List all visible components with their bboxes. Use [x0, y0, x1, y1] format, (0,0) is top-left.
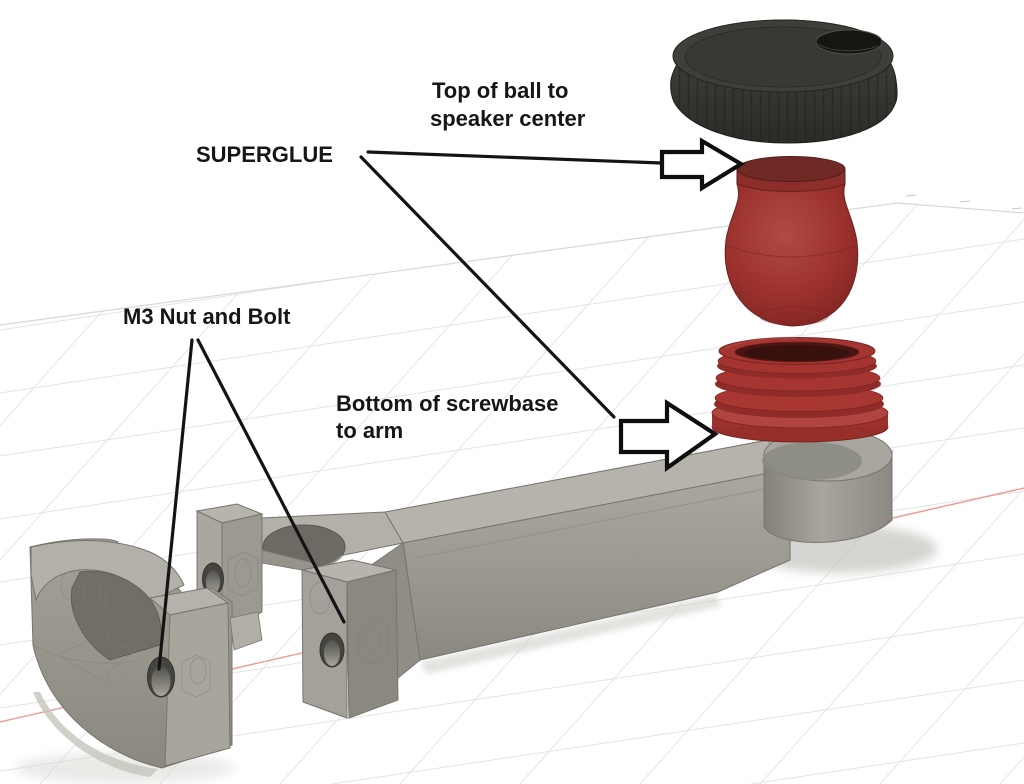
upper-lug-bolt-hole-bore	[206, 570, 220, 594]
knob-hole-shading	[817, 43, 879, 52]
annotation-top-note-line1: Top of ball to	[432, 78, 568, 103]
grid-horizon-edge	[0, 202, 1024, 326]
ball-neck-seam	[727, 245, 857, 258]
lower-lug-bolt-hole-bore	[324, 640, 340, 666]
arm-cylinder-top-shadow	[762, 442, 862, 480]
screwbase-interior-deep	[744, 345, 850, 361]
arm-front-chamfer-line	[414, 486, 776, 559]
superglue-leader-line-bottom	[359, 155, 616, 419]
screwbase-rim-highlight	[725, 336, 798, 349]
superglue-leader-line-top	[366, 150, 663, 165]
m3-leader-line-left	[157, 338, 194, 671]
annotation-m3-label: M3 Nut and Bolt	[123, 304, 291, 329]
annotations: Top of ball to speaker center SUPERGLUE …	[123, 78, 586, 443]
clamp-lug-step-face	[229, 611, 263, 651]
annotation-bottom-note-line1: Bottom of screwbase	[336, 391, 559, 416]
block-arrow-right-bottom-icon	[618, 399, 719, 473]
clamp-half-part[interactable]	[29, 538, 263, 777]
annotation-top-note-line2: speaker center	[430, 106, 586, 131]
lower-lug-right-face	[346, 569, 399, 719]
screw-base-part[interactable]	[711, 336, 889, 443]
clamp-bottom-chamfer	[33, 692, 158, 777]
ball-foot-ring-inner	[775, 312, 813, 324]
clamp-bolt-hole-bore	[151, 666, 171, 696]
leader-lines	[157, 150, 663, 671]
ball-foot-ring-outer	[759, 306, 829, 326]
ball-post-part[interactable]	[724, 156, 859, 327]
clamp-hidden-lines	[32, 571, 211, 698]
clamp-inner-cavity	[70, 570, 162, 661]
m3-leader-line-right	[196, 338, 346, 624]
ball-post-disc-top	[736, 156, 846, 182]
arm-ground-shadow	[420, 595, 722, 674]
knurled-knob-part[interactable]	[670, 19, 898, 144]
knob-center-hole	[815, 29, 883, 55]
block-arrow-right-top-icon	[659, 137, 746, 192]
clamp-lug-front-face	[164, 602, 231, 767]
grid-extent-ticks	[905, 194, 1023, 210]
annotation-superglue-label: SUPERGLUE	[196, 142, 333, 167]
ball-post-body	[724, 183, 859, 327]
annotation-bottom-note-line2: to arm	[336, 418, 403, 443]
